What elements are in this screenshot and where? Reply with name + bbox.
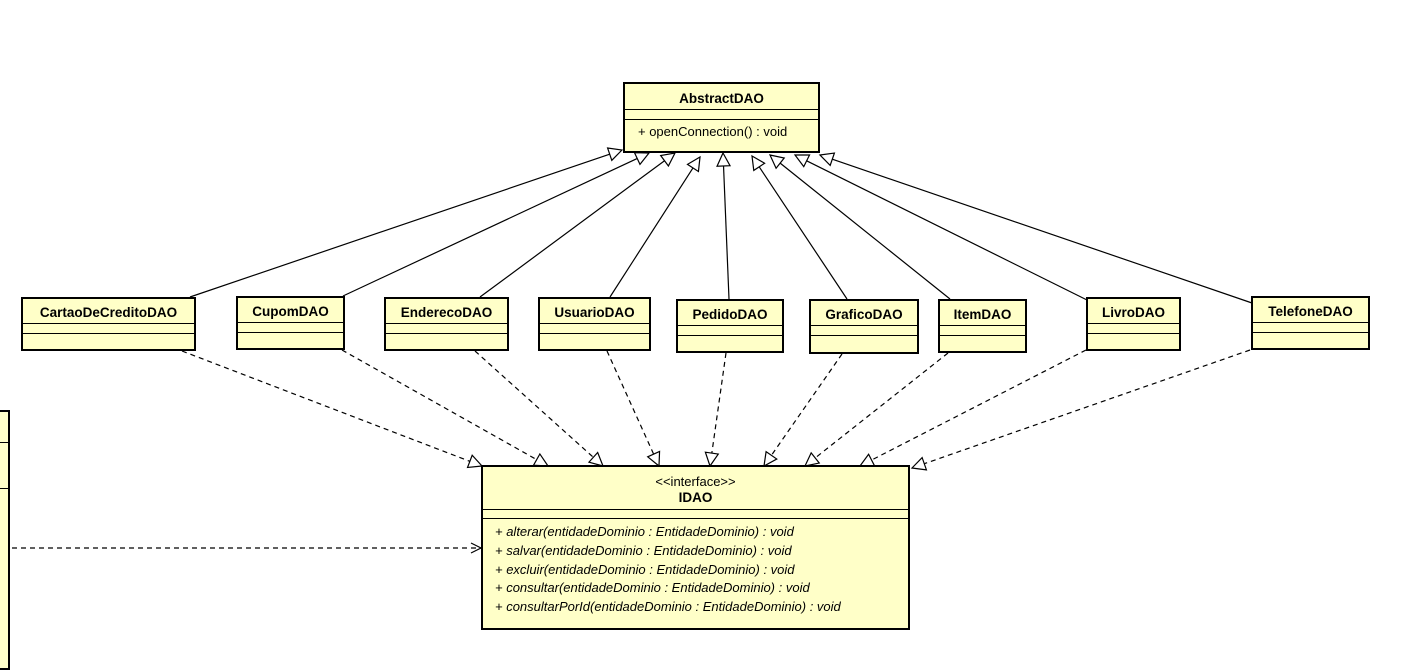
generalization-line[interactable]: [342, 157, 638, 297]
realization-arrowhead: [704, 451, 720, 468]
class-name: LivroDAO: [1101, 305, 1165, 320]
idao-interface[interactable]: <<interface>> IDAO + alterar(entidadeDom…: [481, 465, 910, 630]
class-cupom-dao[interactable]: CupomDAO: [236, 296, 345, 350]
operation-consultar-por-id: + consultarPorId(entidadeDominio : Entid…: [495, 599, 841, 615]
generalization-arrowhead: [751, 154, 766, 172]
realization-line[interactable]: [924, 349, 1251, 465]
generalization-line[interactable]: [189, 153, 610, 298]
interface-stereotype: <<interface>>: [655, 474, 736, 489]
generalization-arrowhead: [633, 151, 651, 166]
realization-line[interactable]: [474, 350, 594, 458]
realization-line[interactable]: [181, 350, 471, 462]
generalization-arrowhead: [659, 152, 677, 168]
class-cartao-de-credito-dao[interactable]: CartaoDeCreditoDAO: [21, 297, 196, 351]
abstract-dao-name: AbstractDAO: [679, 91, 764, 106]
generalization-arrowhead: [768, 154, 786, 170]
class-name: PedidoDAO: [692, 307, 768, 322]
interface-name: IDAO: [678, 490, 713, 505]
realization-line[interactable]: [341, 349, 537, 461]
realization-arrowhead: [803, 451, 821, 467]
generalization-arrowhead: [686, 155, 701, 173]
operation-consultar: + consultar(entidadeDominio : EntidadeDo…: [495, 580, 810, 596]
class-name: EnderecoDAO: [400, 305, 493, 320]
operation-excluir: + excluir(entidadeDominio : EntidadeDomi…: [495, 561, 795, 577]
realization-arrowhead: [646, 450, 661, 468]
realization-line[interactable]: [606, 350, 655, 455]
class-name: GraficoDAO: [825, 307, 903, 322]
generalization-line[interactable]: [832, 158, 1253, 304]
class-name: UsuarioDAO: [554, 305, 635, 320]
realization-arrowhead: [466, 454, 484, 469]
relationship-lines: [12, 153, 1253, 549]
generalization-arrowhead: [818, 152, 836, 167]
generalization-line[interactable]: [806, 160, 1088, 301]
realization-line[interactable]: [711, 352, 727, 454]
class-pedido-dao[interactable]: PedidoDAO: [676, 299, 784, 353]
operation-salvar: + salvar(entidadeDominio : EntidadeDomin…: [495, 542, 792, 558]
class-livro-dao[interactable]: LivroDAO: [1086, 297, 1181, 351]
diagram-canvas: [12, 147, 1253, 554]
realization-line[interactable]: [871, 349, 1087, 461]
realization-line[interactable]: [770, 353, 843, 456]
realization-arrowhead: [910, 456, 928, 471]
arrowheads: [466, 147, 928, 554]
class-endereco-dao[interactable]: EnderecoDAO: [384, 297, 509, 351]
class-name: CartaoDeCreditoDAO: [39, 305, 178, 320]
operation-alterar: + alterar(entidadeDominio : EntidadeDomi…: [495, 524, 794, 539]
generalization-line[interactable]: [609, 167, 694, 298]
realization-arrowhead: [763, 450, 778, 468]
generalization-line[interactable]: [758, 166, 848, 300]
class-grafico-dao[interactable]: GraficoDAO: [809, 299, 919, 354]
generalization-line[interactable]: [479, 160, 665, 298]
partial-class-box[interactable]: [0, 410, 10, 670]
open-connection-operation: + openConnection() : void: [638, 124, 788, 139]
generalization-line[interactable]: [722, 165, 730, 300]
generalization-arrowhead: [606, 147, 624, 162]
class-name: TelefoneDAO: [1268, 304, 1353, 319]
realization-line[interactable]: [814, 352, 949, 459]
class-name: CupomDAO: [252, 304, 329, 319]
class-usuario-dao[interactable]: UsuarioDAO: [538, 297, 651, 351]
class-telefone-dao[interactable]: TelefoneDAO: [1251, 296, 1370, 350]
class-item-dao[interactable]: ItemDAO: [938, 299, 1027, 353]
generalization-arrowhead: [793, 154, 811, 168]
realization-arrowhead: [587, 451, 604, 467]
generalization-line[interactable]: [779, 162, 951, 300]
class-name: ItemDAO: [953, 307, 1012, 322]
abstract-dao-class[interactable]: AbstractDAO + openConnection() : void: [623, 82, 820, 153]
generalization-arrowhead: [716, 151, 732, 167]
